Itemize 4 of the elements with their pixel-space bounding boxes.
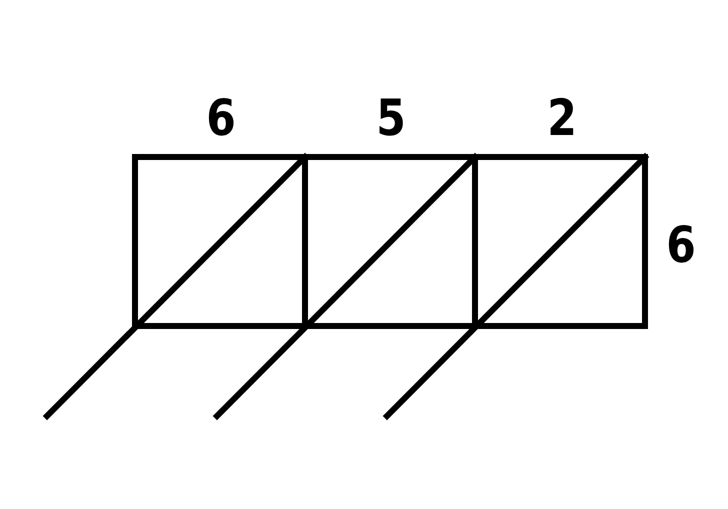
digit-label: 2: [547, 93, 577, 143]
digit-label: 6: [206, 93, 236, 143]
digit-label: 6: [666, 220, 696, 270]
digit-label: 5: [376, 93, 406, 143]
